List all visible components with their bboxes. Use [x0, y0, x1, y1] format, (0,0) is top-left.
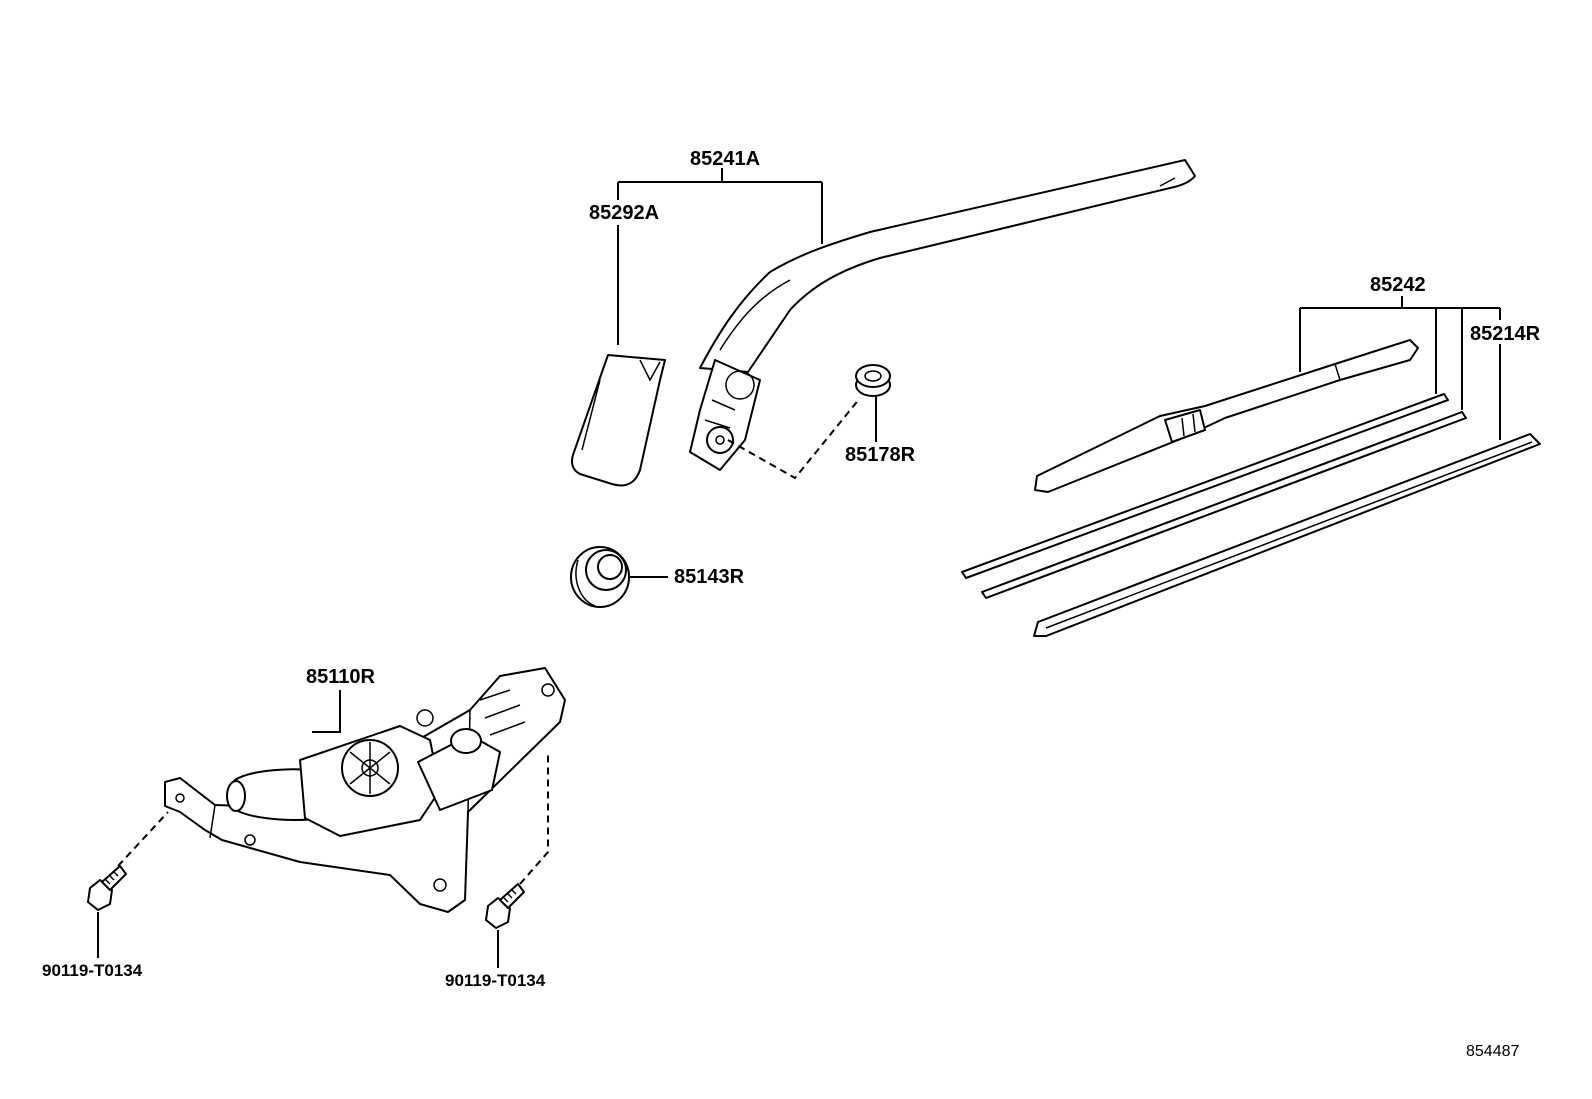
wiper-arm	[689, 159, 1196, 471]
blade-insert-strip-1	[961, 393, 1449, 579]
blade-insert-strip-2	[981, 411, 1467, 599]
label-85241a: 85241A	[690, 148, 760, 170]
label-85178r: 85178R	[845, 444, 916, 466]
label-85292a: 85292A	[589, 202, 659, 224]
label-85242: 85242	[1370, 274, 1426, 296]
label-bolt-left: 90119-T0134	[42, 961, 143, 980]
bolt-left	[87, 865, 127, 911]
bolt-left-leader-dashed	[117, 811, 169, 867]
label-bolt-right: 90119-T0134	[445, 971, 546, 990]
label-85110r: 85110R	[306, 666, 376, 688]
nut-leader-dashed	[727, 397, 861, 480]
leader-lines	[97, 168, 1501, 968]
bolt-right-leader-dashed	[519, 752, 549, 885]
grommet	[570, 546, 630, 608]
blade-rubber	[1033, 433, 1541, 637]
nut	[855, 364, 891, 397]
label-85143r: 85143R	[674, 566, 745, 588]
wiper-motor	[164, 667, 566, 913]
label-85214r: 85214R	[1470, 323, 1541, 345]
wiper-blade	[1034, 339, 1419, 493]
figure-id: 854487	[1466, 1043, 1519, 1060]
arm-cover	[571, 354, 666, 487]
bolt-right	[485, 883, 525, 929]
